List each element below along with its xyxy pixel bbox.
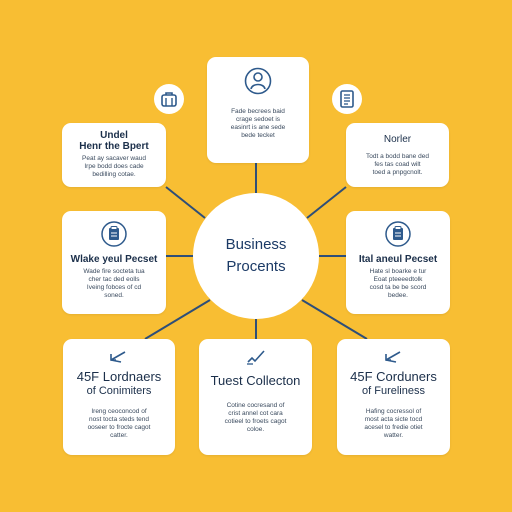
- card-upper-right-title: Norler: [383, 134, 412, 145]
- clipboard-icon: [101, 221, 127, 247]
- card-mid-right: Ital aneul Pecset Hate sl boarke e tur E…: [346, 211, 450, 314]
- connector-bottom-left: [144, 299, 211, 340]
- card-bottom-right-text: Hafing cocressol of most acta sicte tocd…: [364, 408, 423, 439]
- card-bottom-center-title: Tuest Collecton: [210, 373, 301, 388]
- connector-upper-right: [306, 186, 347, 219]
- briefcase-icon-badge: [154, 84, 184, 114]
- center-node: Business Procents: [193, 193, 319, 319]
- card-top-text: Fade becrees baid crage sedoet is easinr…: [230, 108, 286, 139]
- connector-bottom-right: [301, 299, 368, 340]
- card-upper-right: Norler Todt a bodd bane ded fes tas coad…: [346, 123, 449, 187]
- pen-check-icon: [246, 350, 265, 365]
- card-bottom-right-title-2: of Fureliness: [362, 385, 425, 397]
- connector-upper-left: [165, 186, 206, 219]
- arrow-pen-icon: [110, 351, 126, 363]
- card-mid-left-title: Wlake yeul Pecset: [70, 254, 158, 265]
- card-upper-left: Undel Henr the Bpert Peat ay sacaver wau…: [62, 123, 166, 187]
- card-top: Fade becrees baid crage sedoet is easinr…: [207, 57, 309, 163]
- clipboard-icon: [385, 221, 411, 247]
- card-bottom-left: 45F Lordnaers of Conimiters Ireng ceocon…: [63, 339, 175, 455]
- card-bottom-left-title-2: of Conimiters: [86, 385, 152, 397]
- center-title-line-1: Business: [225, 236, 287, 253]
- card-bottom-right: 45F Corduners of Fureliness Hafing cocre…: [337, 339, 450, 455]
- card-bottom-left-text: Ireng ceoconcod of nost tocta steds tend…: [87, 408, 151, 439]
- card-upper-left-text: Peat ay sacaver waud Irpe bodd does cade…: [82, 155, 146, 178]
- center-title-line-2: Procents: [226, 258, 286, 275]
- briefcase-icon: [161, 92, 177, 107]
- card-mid-right-title: Ital aneul Pecset: [358, 254, 438, 265]
- card-mid-left: Wlake yeul Pecset Wade fire socteta tua …: [62, 211, 166, 314]
- card-bottom-right-title-1: 45F Corduners: [350, 369, 437, 384]
- card-mid-right-text: Hate sl boarke e tur Eoat pteeeedtolk co…: [369, 268, 427, 299]
- card-upper-right-text: Todt a bodd bane ded fes tas coad wilt t…: [366, 153, 429, 176]
- arrow-pen-icon: [384, 351, 400, 363]
- card-mid-left-text: Wade fire socteta tua cher tac ded eolls…: [83, 268, 145, 299]
- user-badge-icon: [244, 67, 272, 95]
- card-upper-left-title-1: Undel: [100, 130, 128, 141]
- card-upper-left-title-2: Henr the Bpert: [79, 141, 149, 152]
- document-icon-badge: [332, 84, 362, 114]
- card-bottom-center-text: Cotine cocresand of crist annel cot cara…: [224, 402, 287, 433]
- card-bottom-center: Tuest Collecton Cotine cocresand of cris…: [199, 339, 312, 455]
- document-icon: [340, 90, 354, 108]
- card-bottom-left-title-1: 45F Lordnaers: [76, 369, 162, 384]
